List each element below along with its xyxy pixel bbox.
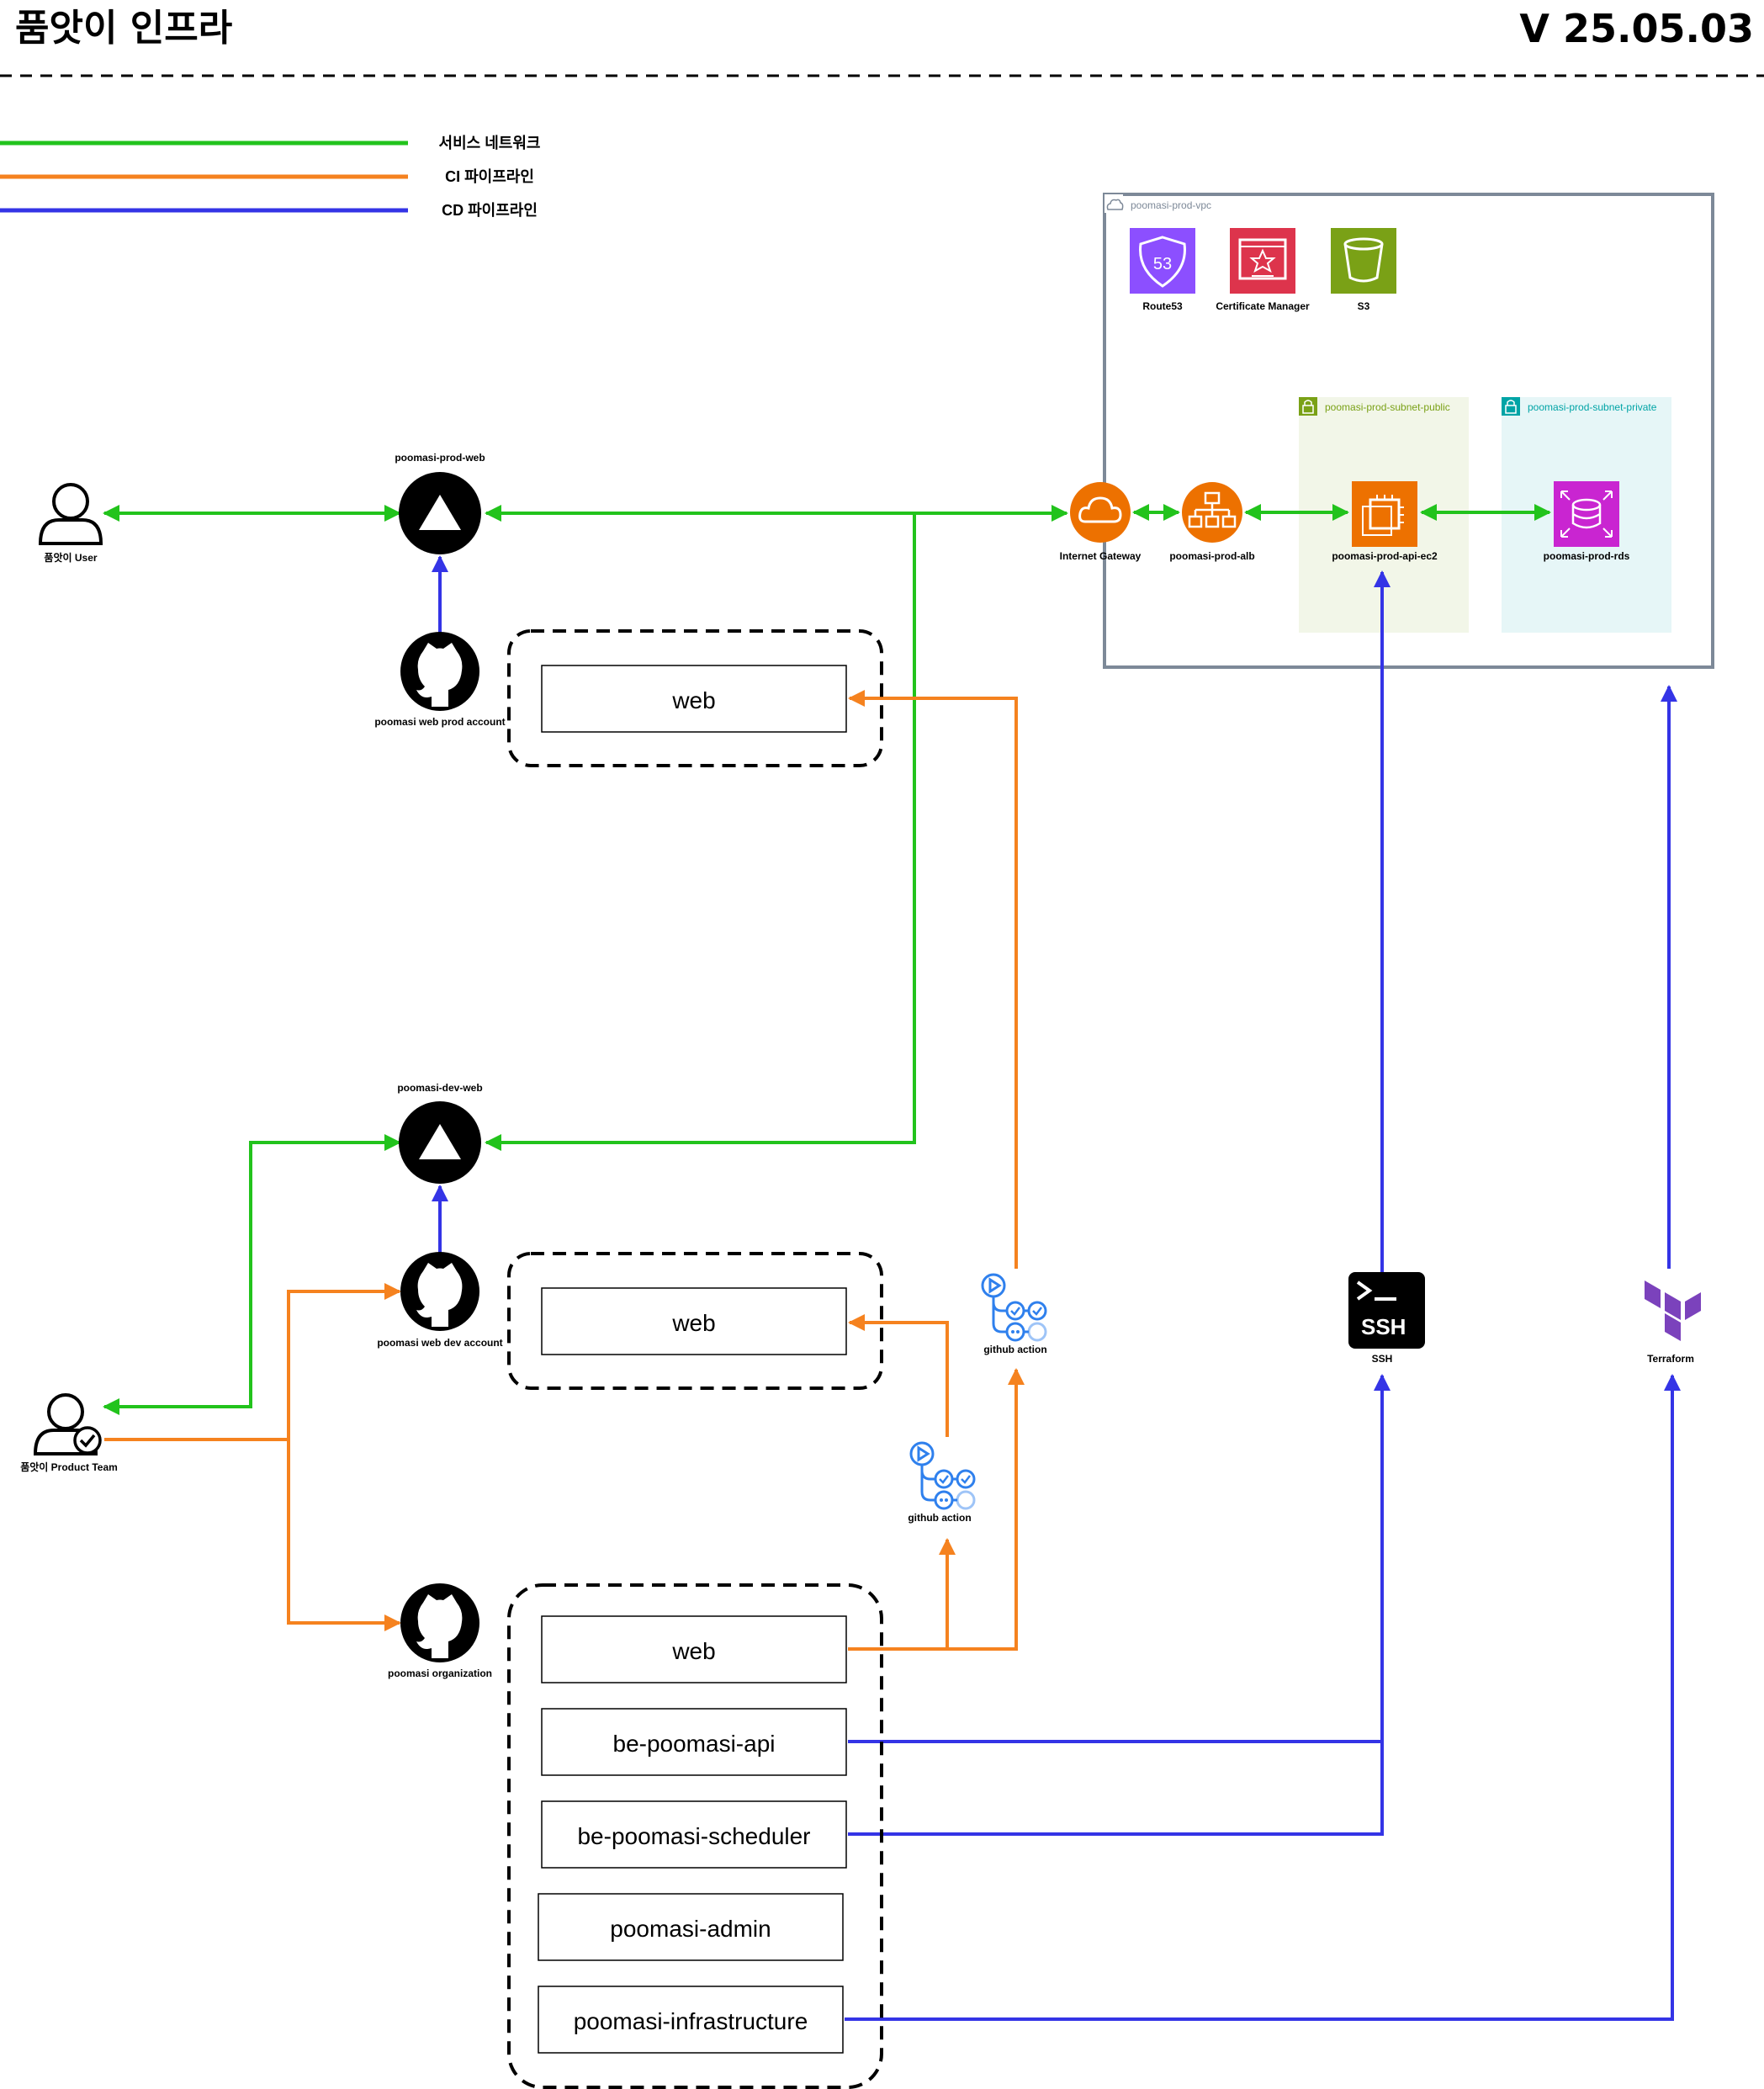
terraform-icon [1630,1270,1706,1355]
prod-repo-group [507,629,883,767]
internet-gateway-icon [1070,482,1131,543]
edge-api-ssh [848,1374,1391,1743]
product-team-node: 품앗이 Product Team [20,1393,118,1473]
user-icon [39,483,103,545]
org-repo-admin-label: poomasi-admin [610,1916,771,1942]
rds-icon [1554,481,1619,547]
public-subnet-lock-icon [1299,397,1317,416]
prod-account-label: poomasi web prod account [374,716,505,728]
legend-label-service: 서비스 네트워크 [439,134,541,151]
internet-gateway-label: Internet Gateway [1060,550,1142,562]
terraform-node: Terraform [1630,1270,1706,1365]
organization-node: poomasi organization [388,1583,492,1679]
vpc-label: poomasi-prod-vpc [1131,199,1211,211]
s3-icon [1331,228,1396,294]
rds-label: poomasi-prod-rds [1544,550,1630,562]
github-action-prod-label: github action [983,1344,1046,1355]
dev-repo-web-label: web [671,1310,715,1336]
user-node: 품앗이 User [39,483,103,564]
user-label: 품앗이 User [44,551,97,564]
dev-account-node: poomasi web dev account [377,1252,503,1349]
ci-pipeline-connections [104,690,1025,1651]
github-action-dev-node: github action [908,1437,982,1524]
ssh-label: SSH [1372,1353,1393,1365]
check-badge-icon [73,1426,102,1455]
alb-label: poomasi-prod-alb [1169,550,1254,562]
public-subnet-label: poomasi-prod-subnet-public [1325,401,1450,413]
product-team-label: 품앗이 Product Team [20,1461,118,1473]
version-label: V 25.05.03 [1519,6,1754,51]
vpc-border [1103,193,1714,669]
vercel-dev-icon [399,1101,481,1184]
org-repo-be-poomasi-api[interactable]: be-poomasi-api [541,1708,847,1776]
terminal-icon: SSH [1348,1272,1425,1349]
legend: 서비스 네트워크 CI 파이프라인 CD 파이프라인 [0,134,540,219]
github-action-prod-node: github action [980,1269,1052,1355]
edge-scheduler-ssh [848,1742,1384,1836]
org-repo-api-label: be-poomasi-api [613,1731,776,1757]
dev-account-label: poomasi web dev account [377,1337,502,1349]
dev-web-label: poomasi-dev-web [397,1082,482,1094]
dev-web-node: poomasi-dev-web [397,1082,483,1184]
ssh-icon-text: SSH [1361,1314,1406,1339]
edge-org-web-gha-dev [848,1538,956,1651]
s3-label: S3 [1358,300,1370,312]
route53-label: Route53 [1142,300,1183,312]
cd-pipeline-connections [432,555,1681,2021]
edge-infra-terraform [845,1374,1681,2021]
dev-repo-group [507,1252,883,1390]
alb-icon [1182,482,1242,543]
legend-label-ci: CI 파이프라인 [445,168,534,185]
edge-team-dev-account [104,1283,401,1441]
service-network-connections [103,504,1551,1415]
org-repo-infra-label: poomasi-infrastructure [574,2008,808,2034]
org-repo-scheduler-label: be-poomasi-scheduler [577,1823,810,1849]
prod-repo-web-label: web [671,687,715,713]
terraform-label: Terraform [1647,1353,1694,1365]
edge-gha-dev-web [848,1314,949,1439]
github-prod-icon [400,632,479,711]
edge-gha-prod-web [848,690,1018,1270]
private-subnet-lock-icon [1502,397,1520,416]
vpc-cloud-icon [1104,194,1124,213]
org-repo-group [507,1583,883,2089]
edge-team-dev-web [103,1134,401,1415]
certificate-manager-icon [1230,228,1295,294]
route53-icon: 53 [1130,228,1195,294]
page-title: 품앗이 인프라 [15,7,232,50]
prod-repo-web[interactable]: web [541,665,847,733]
github-action-dev-label: github action [908,1512,971,1524]
aws-vpc-group: poomasi-prod-vpc 53 Route53 Certificate … [1060,193,1714,669]
ec2-label: poomasi-prod-api-ec2 [1332,550,1438,562]
prod-web-label: poomasi-prod-web [395,452,485,464]
ssh-node: SSH SSH [1348,1272,1425,1365]
prod-web-node: poomasi-prod-web [395,452,485,554]
ec2-icon [1352,481,1417,547]
github-organization-icon [400,1583,479,1662]
private-subnet-label: poomasi-prod-subnet-private [1528,401,1657,413]
route53-badge: 53 [1153,255,1172,273]
org-repo-poomasi-admin[interactable]: poomasi-admin [538,1893,844,1961]
edge-igw-dev-web [485,513,916,1151]
org-repo-web[interactable]: web [541,1615,847,1683]
org-repo-be-poomasi-scheduler[interactable]: be-poomasi-scheduler [541,1800,847,1869]
organization-label: poomasi organization [388,1667,492,1679]
edge-team-organization [287,1440,401,1631]
org-repo-poomasi-infrastructure[interactable]: poomasi-infrastructure [538,1986,844,2054]
github-dev-icon [400,1252,479,1331]
prod-account-node: poomasi web prod account [374,632,506,728]
legend-label-cd: CD 파이프라인 [442,202,538,219]
dev-repo-web[interactable]: web [541,1287,847,1355]
edge-org-web-gha-prod [947,1368,1025,1651]
certificate-manager-label: Certificate Manager [1216,300,1310,312]
org-repo-web-label: web [671,1638,715,1664]
vercel-prod-icon [399,472,481,554]
